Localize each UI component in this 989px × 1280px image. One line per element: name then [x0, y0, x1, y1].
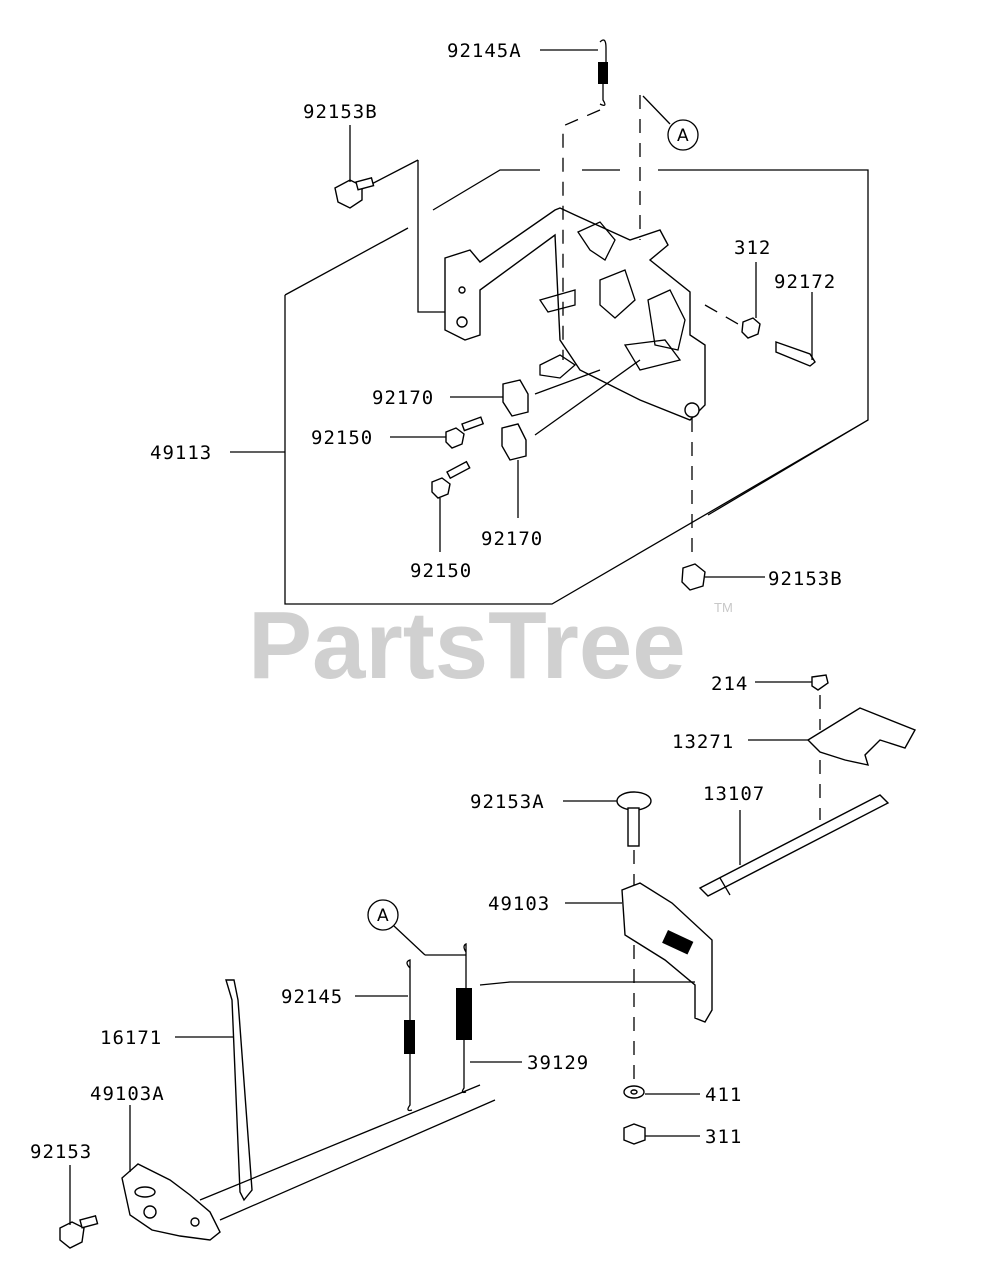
flange-bolt [445, 427, 465, 449]
bracket-linkage [577, 221, 616, 261]
bracket-plate [444, 207, 706, 421]
part-label-39129: 39129 [527, 1052, 589, 1074]
part-label-92170: 92170 [481, 528, 543, 550]
washer-hole [630, 1089, 638, 1095]
part-label-49103a: 49103A [90, 1083, 165, 1105]
spring-hook [461, 1040, 467, 1094]
part-labels: 92145A 92153B 312 92172 92170 92150 4911… [30, 40, 843, 1163]
cable-clip [501, 423, 527, 461]
part-label-49103: 49103 [488, 893, 550, 915]
part-label-92153a: 92153A [470, 791, 545, 813]
spring-hook [599, 84, 606, 106]
part-label-49113: 49113 [150, 442, 212, 464]
lever-slot [662, 930, 694, 955]
hex-nut [623, 1123, 646, 1145]
part-label-92153b: 92153B [768, 568, 843, 590]
part-label-92150: 92150 [410, 560, 472, 582]
spring-hook [406, 959, 411, 1020]
hex-nut [741, 317, 761, 339]
part-label-92145: 92145 [281, 986, 343, 1008]
watermark: PartsTree [248, 592, 686, 699]
bracket-slot [134, 1186, 156, 1198]
part-label-92150: 92150 [311, 427, 373, 449]
part-label-13107: 13107 [703, 783, 765, 805]
control-bracket-assembly [284, 39, 869, 605]
part-label-411: 411 [705, 1084, 742, 1106]
cable-clip [502, 379, 529, 417]
flange-bolt [59, 1221, 85, 1249]
bracket-hole [143, 1205, 157, 1219]
part-label-311: 311 [705, 1126, 742, 1148]
rod-line [219, 1099, 496, 1221]
bolt-shank [355, 177, 375, 191]
clip-leader [534, 369, 601, 395]
link-assembly [59, 942, 695, 1249]
bracket-tab [539, 354, 577, 379]
bracket-tab [538, 289, 576, 313]
assembly-box-edge [284, 227, 409, 296]
part-label-92153: 92153 [30, 1141, 92, 1163]
part-label-13271: 13271 [672, 731, 734, 753]
bracket-linkage [623, 339, 682, 371]
spring-path [562, 109, 601, 360]
clip-leader [534, 359, 641, 436]
part-label-16171: 16171 [100, 1027, 162, 1049]
part-label-92170: 92170 [372, 387, 434, 409]
bracket-linkage [647, 289, 686, 351]
bolt-leader [417, 160, 445, 313]
shaft-assembly [616, 674, 916, 1145]
callout-a-label: A [377, 906, 389, 926]
callout-a-circle [667, 119, 699, 151]
bolt-shank [461, 416, 485, 432]
bracket-hole [458, 286, 466, 294]
part-label-214: 214 [711, 673, 748, 695]
carriage-bolt-shank [627, 807, 640, 847]
control-lever [621, 882, 713, 1023]
part-label-92172: 92172 [774, 271, 836, 293]
bracket-linkage [599, 269, 636, 319]
callout-leader [393, 925, 426, 956]
spring-coil [598, 62, 608, 84]
bolt-shank [79, 1215, 99, 1229]
spring-coil [404, 1020, 415, 1054]
bolt-shank [446, 460, 471, 480]
shaft-groove [719, 877, 731, 896]
spring-coil [456, 988, 472, 1040]
small-screw [811, 674, 829, 691]
callout-a-label: A [677, 126, 689, 146]
bracket-hole [190, 1217, 200, 1227]
lever-bracket [121, 1163, 221, 1241]
link-rod [225, 979, 253, 1202]
bracket-hole [684, 402, 700, 418]
screw [775, 341, 816, 367]
screw-path [704, 304, 746, 329]
callout-a-circle [367, 899, 399, 931]
rod-line [199, 1084, 481, 1201]
spring-leader [479, 981, 695, 986]
flange-bolt [681, 563, 706, 591]
part-label-92153b: 92153B [303, 101, 378, 123]
bracket-hole [456, 316, 468, 328]
part-label-312: 312 [734, 237, 771, 259]
spring-hook [407, 1054, 413, 1112]
control-shaft [698, 794, 890, 897]
spring-hook [463, 942, 467, 988]
carriage-bolt-head [616, 791, 652, 811]
part-label-92145a: 92145A [447, 40, 522, 62]
callout-leader [642, 95, 671, 125]
watermark-trademark: TM [714, 600, 733, 615]
stop-plate [806, 707, 916, 766]
assembly-box-edge [432, 169, 540, 211]
assembly-box-outline [284, 169, 869, 605]
spring-hook [599, 39, 607, 62]
leader-lines [69, 49, 813, 1225]
assembly-box-edge [707, 419, 869, 516]
flange-bolt [431, 477, 451, 499]
